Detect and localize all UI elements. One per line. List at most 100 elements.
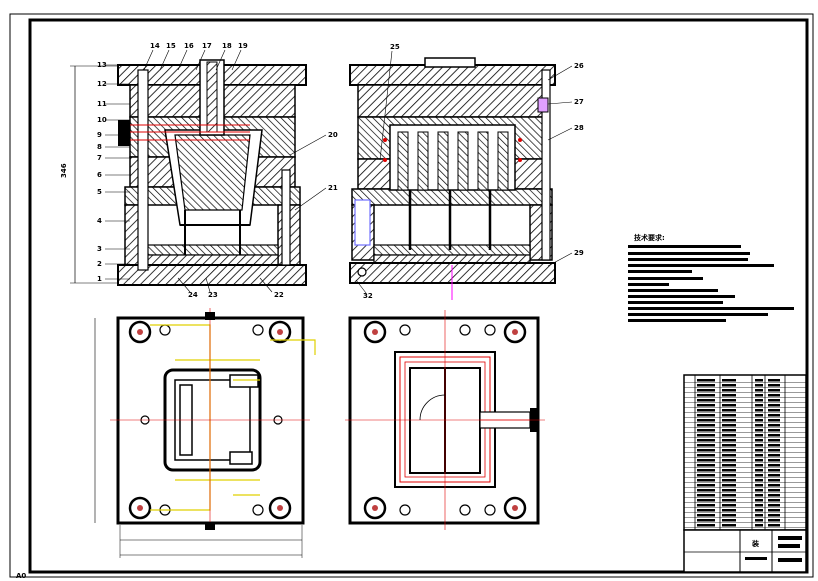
- bom-cell: [768, 494, 780, 497]
- bom-cell: [755, 469, 763, 472]
- bom-cell: [755, 429, 763, 432]
- bom-cell: [755, 499, 763, 502]
- bom-cell: [722, 489, 736, 492]
- section-b-label: 27: [574, 98, 584, 106]
- section-b-label: 32: [363, 292, 373, 300]
- bom-cell: [697, 414, 715, 417]
- bom-cell: [722, 484, 736, 487]
- bom-cell: [697, 379, 715, 382]
- technical-requirements: 技术要求:: [628, 233, 794, 322]
- bom-cell: [697, 409, 715, 412]
- bom-cell: [722, 444, 736, 447]
- bom-cell: [755, 439, 763, 442]
- bom-cell: [722, 469, 736, 472]
- section-a-label: 3: [97, 245, 102, 253]
- bom-cell: [722, 504, 736, 507]
- section-b-label: 29: [574, 249, 584, 257]
- bom-cell: [755, 419, 763, 422]
- section-a-label: 17: [202, 42, 212, 50]
- bom-cell: [697, 404, 715, 407]
- section-a-label: 20: [328, 131, 338, 139]
- bom-cell: [755, 519, 763, 522]
- bom-cell: [697, 494, 715, 497]
- bom-cell: [755, 379, 763, 382]
- section-a-label: 12: [97, 80, 107, 88]
- tech-title: 技术要求:: [634, 233, 665, 242]
- bom-cell: [697, 399, 715, 402]
- bom-cell: [768, 389, 780, 392]
- title-block: 装: [683, 529, 807, 573]
- bom-cell: [697, 394, 715, 397]
- bom-cell: [768, 449, 780, 452]
- bom-cell: [755, 489, 763, 492]
- parts-list-table: [683, 374, 807, 531]
- bom-cell: [697, 519, 715, 522]
- section-a-label: 15: [166, 42, 176, 50]
- section-a-leader: [205, 277, 211, 293]
- section-a-leader: [177, 49, 188, 71]
- section-a-label: 21: [328, 184, 338, 192]
- bom-cell: [697, 459, 715, 462]
- bom-cell: [768, 419, 780, 422]
- bom-cell: [768, 429, 780, 432]
- section-a-label: 24: [188, 291, 198, 299]
- bom-cell: [697, 434, 715, 437]
- bom-cell: [722, 514, 736, 517]
- bom-cell: [768, 489, 780, 492]
- bom-cell: [697, 419, 715, 422]
- bom-cell: [755, 474, 763, 477]
- section-view-b: [349, 57, 556, 300]
- section-a-label: 6: [97, 171, 102, 179]
- section-a-label: 2: [97, 260, 102, 268]
- bom-cell: [722, 429, 736, 432]
- section-b-leader: [547, 65, 573, 81]
- bom-cell: [755, 404, 763, 407]
- title-block-center-text: 装: [751, 539, 759, 548]
- section-a-leader: [195, 49, 206, 71]
- bom-cell: [755, 454, 763, 457]
- bom-cell: [768, 384, 780, 387]
- section-b-label: 26: [574, 62, 584, 70]
- section-a-label: 14: [150, 42, 160, 50]
- bom-cell: [768, 414, 780, 417]
- bom-cell: [697, 454, 715, 457]
- bom-cell: [722, 379, 736, 382]
- bom-cell: [768, 524, 780, 527]
- section-a-label: 22: [274, 291, 284, 299]
- bom-cell: [768, 434, 780, 437]
- section-b-leader: [547, 252, 573, 267]
- bom-cell: [722, 419, 736, 422]
- bom-cell: [755, 509, 763, 512]
- bom-cell: [722, 499, 736, 502]
- bom-cell: [755, 444, 763, 447]
- section-b-leader: [355, 279, 367, 294]
- bom-cell: [722, 394, 736, 397]
- section-a-label: 9: [97, 131, 102, 139]
- bom-cell: [697, 464, 715, 467]
- bom-cell: [722, 494, 736, 497]
- section-b-leader: [547, 101, 573, 105]
- bom-cell: [755, 479, 763, 482]
- bom-cell: [755, 449, 763, 452]
- bom-cell: [697, 429, 715, 432]
- section-a-leader: [177, 277, 191, 293]
- section-b-label: 28: [574, 124, 584, 132]
- bom-cell: [768, 439, 780, 442]
- bom-cell: [755, 389, 763, 392]
- bom-cell: [697, 514, 715, 517]
- section-view-a: 3 4 6: [60, 59, 307, 286]
- bom-cell: [768, 424, 780, 427]
- section-a-leader: [289, 134, 327, 156]
- bom-cell: [722, 409, 736, 412]
- bom-cell: [768, 469, 780, 472]
- bom-cell: [697, 524, 715, 527]
- bom-cell: [697, 474, 715, 477]
- section-a-label: 4: [97, 217, 102, 225]
- bom-cell: [755, 384, 763, 387]
- bom-cell: [768, 404, 780, 407]
- bom-cell: [755, 424, 763, 427]
- bom-cell: [755, 394, 763, 397]
- bom-cell: [768, 399, 780, 402]
- bom-cell: [755, 414, 763, 417]
